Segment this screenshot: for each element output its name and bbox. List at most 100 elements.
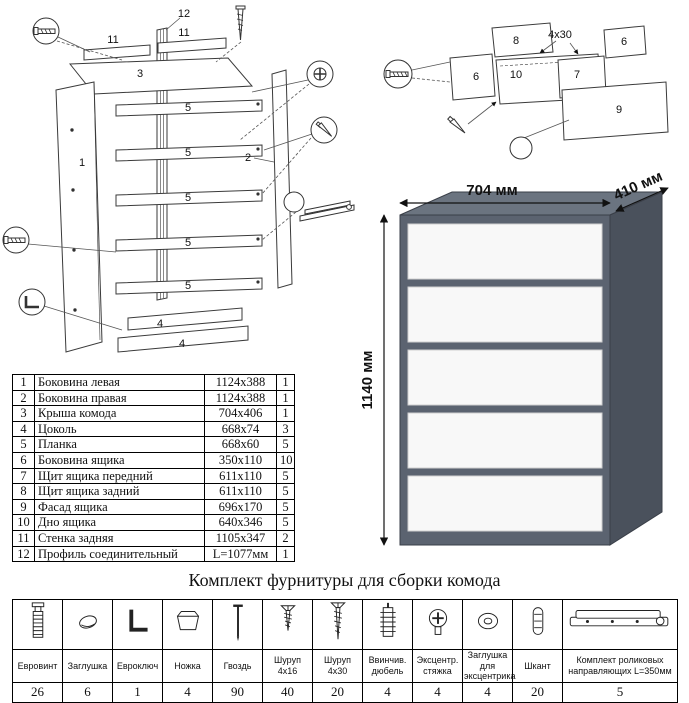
euroscrew-icon — [31, 602, 44, 638]
cam-lock-icon — [428, 609, 447, 635]
callout-phillips — [306, 60, 334, 88]
dim-width: 704 мм — [399, 182, 611, 208]
hardware-name: Комплект роликовых направляющих L=350мм — [562, 649, 678, 683]
part-drawer-side-left — [449, 53, 496, 101]
hardware-qty: 26 — [12, 681, 63, 703]
callout-bracket — [18, 288, 46, 316]
label-1: 1 — [79, 157, 85, 169]
label-4: 4 — [179, 338, 185, 350]
part-top-panel — [68, 57, 254, 95]
label-12: 12 — [178, 8, 190, 20]
dresser-side-face — [609, 191, 663, 546]
hardware-qty: 20 — [312, 681, 363, 703]
part-right-side — [271, 69, 293, 289]
dresser-render: 1140 мм 704 мм 410 мм — [359, 168, 669, 546]
euroscrew-icon — [385, 70, 391, 78]
hardware-name: Шкант — [512, 649, 563, 683]
euroscrew-icon — [33, 27, 39, 35]
hardware-qty: 1 — [112, 681, 163, 703]
dresser-exploded-diagram: 12 11 11 3 1 2 5 5 5 5 5 4 4 — [2, 5, 355, 353]
hardware-name: Эксцентр. стяжка — [412, 649, 463, 683]
label-5: 5 — [185, 102, 191, 114]
hardware-name-row: Евровинт Заглушка Евроключ Ножка Гвоздь … — [12, 649, 678, 683]
part-drawer-facade — [561, 81, 669, 141]
hardware-name: Евроключ — [112, 649, 163, 683]
drawer-front — [407, 286, 603, 343]
leg-icon — [176, 611, 199, 631]
hardware-qty: 5 — [562, 681, 678, 703]
label-6: 6 — [621, 36, 627, 48]
callout-screw — [447, 115, 466, 134]
callout-screw-right — [310, 116, 338, 144]
dim-height: 1140 мм — [359, 214, 389, 546]
hardware-qty: 4 — [162, 681, 213, 703]
hardware-icon-row — [12, 599, 678, 650]
hardware-qty: 90 — [212, 681, 263, 703]
label-9: 9 — [616, 104, 622, 116]
screw-icon — [329, 602, 346, 640]
label-6: 6 — [473, 71, 479, 83]
drawer-front — [407, 223, 603, 280]
hardware-qty: 4 — [462, 681, 513, 703]
hardware-table: Евровинт Заглушка Евроключ Ножка Гвоздь … — [12, 599, 678, 703]
label-8: 8 — [513, 35, 519, 47]
callout-screw-top — [235, 5, 246, 41]
leader-lines — [27, 17, 313, 331]
hardware-name: Заглушка — [62, 649, 113, 683]
label-11: 11 — [178, 27, 189, 39]
drawer-slide-icon — [299, 200, 355, 222]
callout-euroscrew — [383, 59, 413, 89]
drawer-front — [407, 475, 603, 532]
cap-icon — [78, 615, 97, 629]
part-planks — [115, 99, 263, 295]
dim-width-label: 704 мм — [466, 182, 517, 199]
hardware-qty-row: 26 6 1 4 90 40 20 4 4 4 20 5 — [12, 681, 678, 703]
part-drawer-side-right — [603, 25, 647, 59]
drawer-front — [407, 349, 603, 406]
drawer-slide-icon — [569, 610, 669, 627]
callout-circle — [509, 136, 533, 160]
dresser-drawers — [407, 223, 603, 532]
angle-bracket-icon — [24, 296, 39, 309]
hardware-qty: 40 — [262, 681, 313, 703]
label-5: 5 — [185, 192, 191, 204]
hardware-qty: 4 — [412, 681, 463, 703]
drawer-exploded-diagram: 8 4x30 6 6 10 7 9 — [383, 22, 669, 160]
callout-drawer-slide — [283, 191, 355, 222]
label-3: 3 — [137, 68, 143, 80]
part-left-side — [55, 81, 103, 353]
hardware-qty: 20 — [512, 681, 563, 703]
hardware-name: Шуруп 4x16 — [262, 649, 313, 683]
hardware-name: Ножка — [162, 649, 213, 683]
hardware-name: Шуруп 4x30 — [312, 649, 363, 683]
label-4: 4 — [157, 318, 163, 330]
hex-key-icon — [128, 609, 148, 632]
label-2: 2 — [245, 152, 251, 164]
label-11: 11 — [107, 34, 118, 46]
hardware-qty: 6 — [62, 681, 113, 703]
hardware-name: Ввинчив. дюбель — [362, 649, 413, 683]
hardware-name: Гвоздь — [212, 649, 263, 683]
label-5: 5 — [185, 237, 191, 249]
label-10: 10 — [510, 69, 522, 81]
hardware-qty: 4 — [362, 681, 413, 703]
label-screw-size: 4x30 — [548, 29, 572, 41]
part-bottom-rails — [117, 307, 249, 353]
callout-euroscrew-top — [32, 17, 60, 45]
hardware-name: Евровинт — [12, 649, 63, 683]
dim-height-label: 1140 мм — [359, 351, 376, 410]
